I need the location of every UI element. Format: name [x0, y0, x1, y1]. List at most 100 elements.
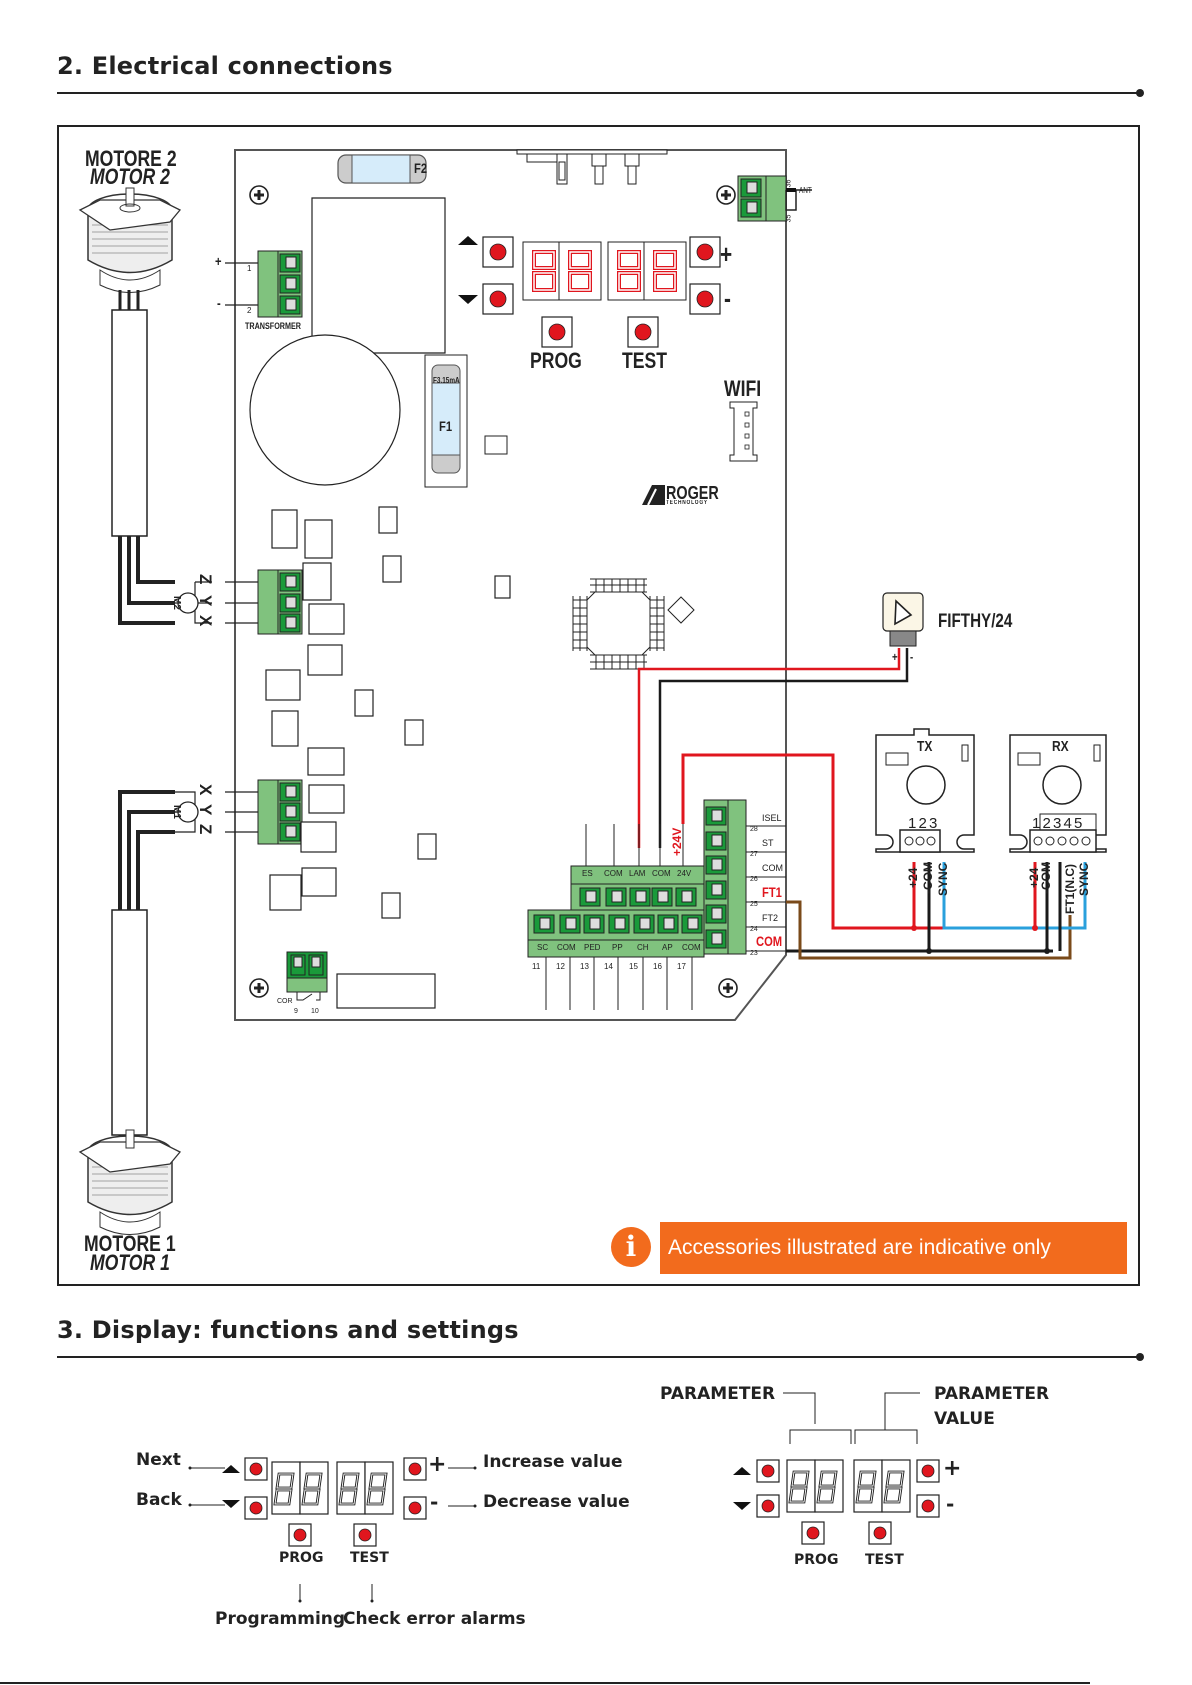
screw-icon	[248, 977, 270, 999]
param-plus-button	[916, 1459, 940, 1483]
parameter-value-label-1: PARAMETER	[934, 1384, 1050, 1404]
guide-prog-label: PROG	[279, 1550, 324, 1566]
bottom-terminal-ap: AP	[662, 943, 673, 952]
transformer-label: TRANSFORMER	[245, 321, 301, 331]
rule-end-dot	[1136, 89, 1144, 97]
param-prog-button	[801, 1521, 825, 1545]
guide-prog-button	[288, 1523, 312, 1547]
prog-label: PROG	[530, 348, 582, 373]
motor-2-badge: M2	[171, 596, 182, 610]
fuse-f1-rating: F3.15mA	[433, 376, 460, 385]
param-minus-button	[916, 1494, 940, 1518]
terminal-13: 13	[580, 962, 589, 971]
wiring-diagram	[78, 149, 1107, 1235]
cor-label: COR	[277, 998, 293, 1005]
wiring-diagram-frame	[57, 125, 1140, 1286]
section-title-text: Display: functions and settings	[91, 1316, 519, 1344]
tx-wire-com: -COM	[921, 862, 935, 894]
section-2-title: 2. Electrical connections	[57, 52, 393, 80]
screw-icon	[248, 184, 270, 206]
guide-plus-button	[403, 1457, 427, 1481]
photocell-tx	[875, 728, 975, 853]
bottom-terminal-com-2: COM	[682, 943, 701, 952]
flasher-label: FIFTHY/24	[938, 611, 1013, 632]
up-button	[482, 236, 514, 268]
rx-pins: 1 2 3 4 5	[1032, 815, 1083, 832]
motor-1-badge: M1	[171, 805, 182, 819]
antenna-pin-35: 35	[785, 214, 793, 223]
motor-1-label-it: MOTORE 1	[84, 1231, 176, 1256]
microcontroller-chip	[572, 578, 695, 670]
m2-terminal-x: X	[196, 615, 215, 627]
mid-wire-24v: +24V	[670, 827, 684, 856]
guide-check-alarms-label: Check error alarms	[343, 1609, 526, 1629]
transformer-pin-1: 1	[247, 264, 252, 273]
rx-wire-ft1: FT1(N.C)	[1063, 864, 1077, 914]
bottom-terminal-ch: CH	[637, 943, 649, 952]
rule-end-dot	[1136, 1353, 1144, 1361]
guide-test-button	[353, 1523, 377, 1547]
fuse-f1-label: F1	[439, 418, 453, 434]
rx-wire-sync: SYNC	[1077, 862, 1091, 896]
rx-wire-com: -COM	[1039, 862, 1053, 894]
test-label: TEST	[622, 348, 667, 373]
screw-icon	[715, 184, 737, 206]
transformer-minus: -	[217, 295, 221, 311]
mid-terminal-24v: 24V	[677, 869, 692, 878]
test-button	[627, 316, 659, 348]
terminal-27-num: 27	[750, 851, 758, 858]
terminal-16: 16	[653, 962, 662, 971]
m2-terminal-z: Z	[196, 574, 215, 585]
param-test-button	[868, 1521, 892, 1545]
terminal-14: 14	[604, 962, 613, 971]
cor-pin-9: 9	[294, 1008, 298, 1015]
guide-programming-label: Programming	[215, 1609, 346, 1629]
antenna-pin-36: 36	[785, 179, 793, 188]
tx-pins: 1 2 3	[908, 815, 938, 832]
m1-terminal-x: X	[196, 784, 215, 796]
m1-terminal-z: Z	[196, 824, 215, 835]
info-icon: i	[611, 1227, 651, 1267]
fuse-f2-label: F2	[414, 160, 428, 176]
guide-plus-label: +	[428, 1452, 447, 1477]
cor-pin-10: 10	[311, 1008, 319, 1015]
section-3-rule	[57, 1356, 1140, 1358]
motor-1-cable	[111, 909, 148, 1136]
rx-label: RX	[1052, 738, 1069, 755]
tx-label: TX	[917, 738, 933, 755]
mid-terminal-es: ES	[582, 869, 593, 878]
transformer-plus: +	[215, 253, 222, 269]
param-test-label: TEST	[865, 1552, 904, 1568]
flasher-minus: -	[910, 650, 914, 664]
terminal-17: 17	[677, 962, 686, 971]
param-prog-label: PROG	[794, 1552, 839, 1568]
guide-test-label: TEST	[350, 1550, 389, 1566]
terminal-24-wire: FT2	[762, 913, 779, 923]
bottom-terminal-sc: SC	[537, 943, 549, 952]
terminal-25-num: 25	[750, 901, 758, 908]
m2-terminal-y: Y	[196, 595, 215, 607]
bottom-terminal-ped: PED	[584, 943, 601, 952]
motor-2-label-en: MOTOR 2	[90, 164, 170, 189]
tx-wire-sync: SYNC	[936, 862, 950, 896]
bottom-terminal-com: COM	[557, 943, 576, 952]
mid-terminal-com: COM	[604, 869, 623, 878]
terminal-24-num: 24	[750, 926, 758, 933]
brand-logo: ROGER	[666, 483, 719, 503]
guide-minus-label: -	[430, 1490, 439, 1514]
tx-wire-24: +24	[906, 867, 920, 888]
motor-1-icon	[78, 1129, 182, 1235]
terminal-27-wire: ST	[762, 838, 774, 848]
down-button	[482, 283, 514, 315]
bottom-terminal-pp: PP	[612, 943, 623, 952]
minus-button	[689, 283, 721, 315]
antenna-label: ANT	[799, 186, 812, 195]
terminal-23-wire: COM	[756, 933, 783, 949]
param-plus-label: +	[943, 1456, 962, 1481]
motor-2-cable	[111, 309, 148, 537]
section-3-title: 3. Display: functions and settings	[57, 1316, 519, 1344]
photocell-rx	[1009, 734, 1107, 853]
guide-decrease-label: Decrease value	[483, 1492, 630, 1512]
guide-next-label: Next	[136, 1450, 181, 1470]
guide-up-button	[244, 1457, 268, 1481]
